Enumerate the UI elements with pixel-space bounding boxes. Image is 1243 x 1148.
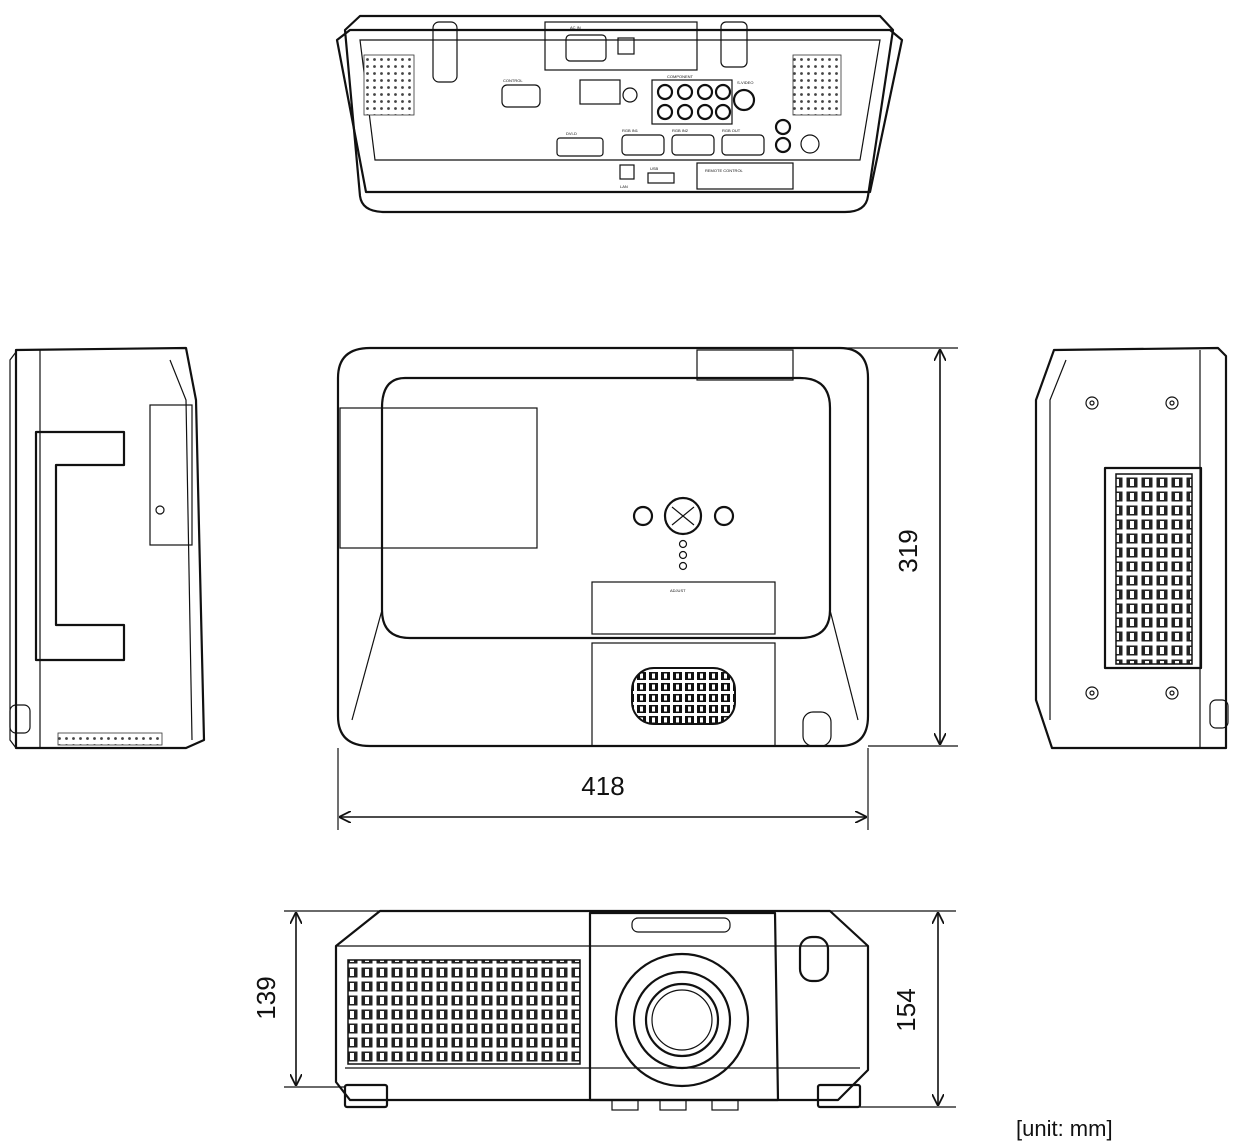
rgb-out-label: RGB OUT xyxy=(722,128,741,133)
dimension-height-body-label: 139 xyxy=(251,976,281,1019)
rgb-in1-label: RGB IN1 xyxy=(622,128,639,133)
dimension-139: 139 xyxy=(251,910,380,1088)
rgb-in1-port-icon xyxy=(621,134,665,156)
component-label: COMPONENT xyxy=(667,74,694,79)
dimension-154: 154 xyxy=(830,910,956,1108)
dvi-label: DVI-D xyxy=(566,131,577,136)
bottom-panel-label: ADJUST xyxy=(670,588,686,593)
lan-port-icon xyxy=(619,164,635,180)
right-side-view xyxy=(1034,346,1229,750)
dimension-depth-label: 319 xyxy=(893,529,923,572)
power-switch-icon xyxy=(617,37,635,55)
dimension-height-front-label: 154 xyxy=(891,988,921,1031)
audio-jack-icon xyxy=(622,87,638,103)
dimension-width-label: 418 xyxy=(581,771,624,801)
ac-inlet-icon xyxy=(565,34,607,62)
dimension-418: 418 xyxy=(337,748,869,830)
ac-in-label: AC IN xyxy=(570,25,581,30)
front-ir-sensor-icon xyxy=(798,935,830,983)
s-video-label: S-VIDEO xyxy=(737,80,753,85)
unit-note: [unit: mm] xyxy=(1016,1116,1113,1141)
left-side-view xyxy=(9,346,206,750)
dimension-319: 319 xyxy=(838,347,958,747)
control-port-icon xyxy=(501,84,541,108)
usb-port-icon xyxy=(647,172,675,184)
rgb-in2-label: RGB IN2 xyxy=(672,128,689,133)
rgb-in2-port-icon xyxy=(671,134,715,156)
top-view: ADJUST xyxy=(336,346,870,748)
front-vent-grille xyxy=(347,959,581,1065)
usb-label: USB xyxy=(650,166,659,171)
s-video-jack-icon xyxy=(732,88,756,112)
dvi-port-icon xyxy=(556,137,604,157)
rca-jacks-icon xyxy=(656,83,732,121)
front-view xyxy=(334,909,870,1111)
lens-dial-icon xyxy=(631,667,736,725)
side-filter-grill-icon xyxy=(1115,473,1193,665)
control-label: CONTROL xyxy=(503,78,523,83)
rgb-out-port-icon xyxy=(721,134,765,156)
lens-icon xyxy=(614,952,750,1088)
adjuster-center-icon xyxy=(663,496,703,536)
lan-label: LAN xyxy=(620,184,628,189)
rear-view: AC IN CONTROL S-VIDEO COMPONENT DVI-D RG… xyxy=(335,14,904,214)
remote-label: REMOTE CONTROL xyxy=(705,168,744,173)
